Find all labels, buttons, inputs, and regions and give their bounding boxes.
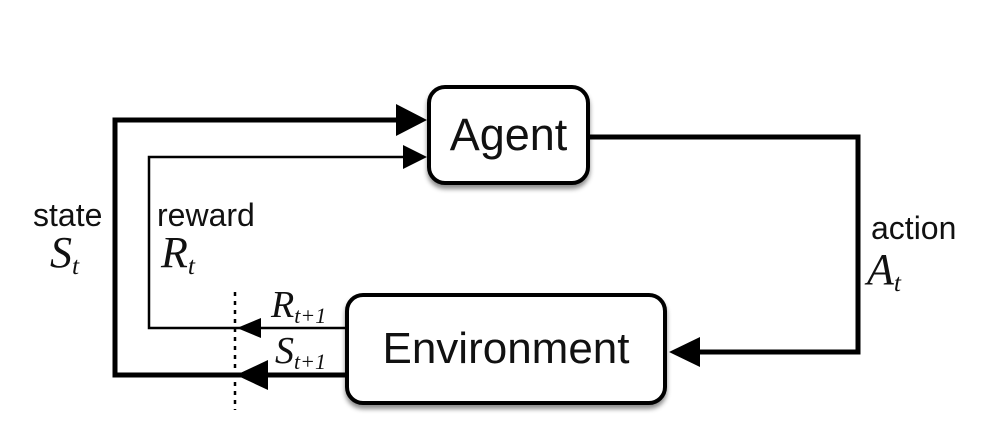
reward-symbol-letter: R: [161, 228, 188, 277]
environment-node: Environment: [345, 293, 667, 405]
action-symbol-letter: A: [867, 245, 894, 294]
next-reward-symbol-letter: R: [271, 284, 295, 326]
reward-label: reward: [157, 197, 255, 233]
state-symbol-letter: S: [50, 228, 72, 277]
action-label: action: [871, 210, 957, 246]
reward-arrowhead-at-time-boundary: [237, 318, 261, 338]
state-symbol: St: [50, 228, 79, 279]
agent-node-label: Agent: [449, 109, 568, 160]
action-symbol: At: [867, 245, 901, 296]
agent-node: Agent: [427, 85, 590, 185]
environment-node-label: Environment: [382, 324, 630, 373]
next-state-symbol: St+1: [275, 330, 326, 373]
action-arrowhead-into-environment: [669, 337, 700, 367]
state-label: state: [33, 197, 103, 233]
reward-symbol: Rt: [161, 228, 195, 279]
reward-symbol-subscript: t: [187, 251, 195, 281]
next-reward-symbol-subscript: t+1: [294, 303, 327, 329]
next-reward-symbol: Rt+1: [271, 284, 326, 327]
next-state-symbol-subscript: t+1: [294, 349, 327, 375]
action-flow-line: [589, 134, 861, 355]
state-flow-line: [112, 117, 420, 378]
reward-arrowhead-into-agent: [403, 145, 427, 169]
action-symbol-subscript: t: [893, 268, 901, 298]
state-arrowhead-into-agent: [396, 104, 427, 136]
state-arrowhead-at-time-boundary: [236, 360, 268, 390]
state-symbol-subscript: t: [72, 251, 80, 281]
next-state-symbol-letter: S: [275, 330, 294, 372]
